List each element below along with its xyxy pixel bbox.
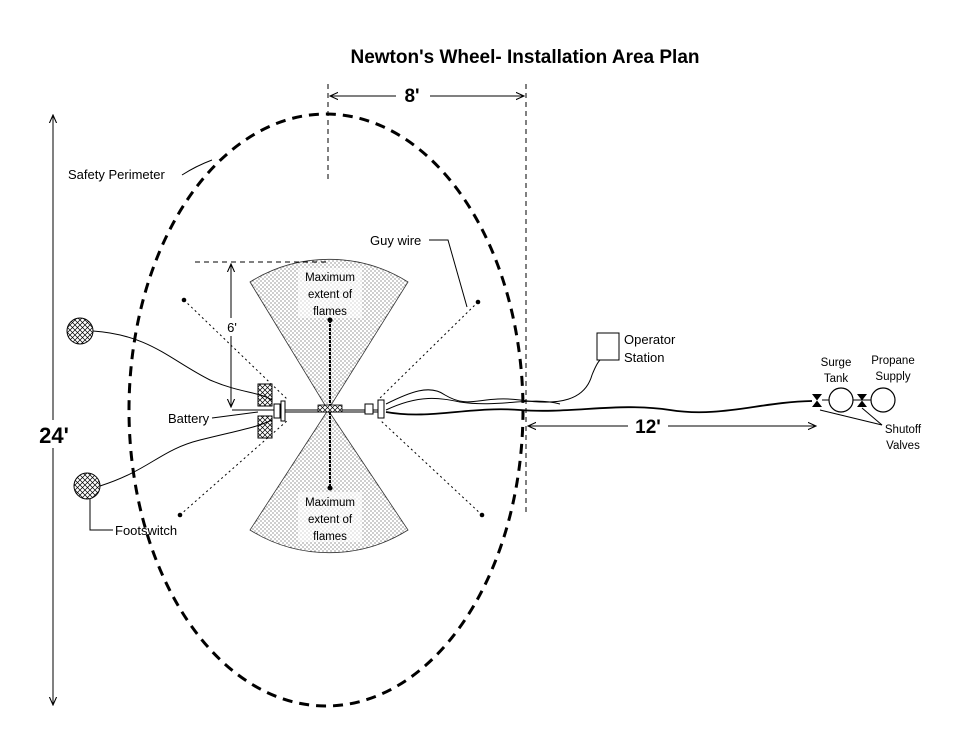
operator-cable bbox=[385, 359, 601, 405]
guy-wires bbox=[177, 297, 485, 518]
dimension-6ft-label: 6' bbox=[227, 320, 237, 335]
flames-top-line2: extent of bbox=[308, 289, 353, 301]
dimension-8ft-label: 8' bbox=[404, 86, 419, 107]
battery-label: Battery bbox=[168, 411, 210, 426]
shutoff-valve-left bbox=[812, 394, 822, 407]
safety-perimeter-label: Safety Perimeter bbox=[68, 167, 165, 182]
dimension-12ft: 12' bbox=[528, 416, 816, 438]
footswitch-cable-lower bbox=[99, 419, 273, 487]
diagram-title: Newton's Wheel- Installation Area Plan bbox=[350, 47, 699, 68]
dimension-24ft-label: 24' bbox=[39, 423, 69, 448]
guy-wire-label: Guy wire bbox=[370, 233, 421, 248]
surge-tank bbox=[828, 387, 854, 413]
dimension-12ft-label: 12' bbox=[635, 417, 661, 438]
footswitch-label: Footswitch bbox=[115, 523, 177, 538]
surge-tank-line1: Surge bbox=[821, 357, 852, 369]
flames-top-line1: Maximum bbox=[305, 272, 355, 284]
wheel-arm bbox=[327, 317, 333, 491]
surge-tank-line2: Tank bbox=[824, 373, 849, 385]
operator-station-line1: Operator bbox=[624, 332, 676, 347]
flames-bottom-line3: flames bbox=[313, 531, 347, 543]
propane-supply-line1: Propane bbox=[871, 355, 914, 367]
operator-station-box bbox=[596, 332, 620, 361]
footswitch-upper bbox=[66, 317, 94, 345]
flames-top-line3: flames bbox=[313, 306, 347, 318]
footswitch-lower bbox=[73, 472, 101, 500]
shutoff-valves-line2: Valves bbox=[886, 440, 920, 452]
footswitch-cable-upper bbox=[92, 330, 273, 401]
flames-bottom-line1: Maximum bbox=[305, 497, 355, 509]
dimension-6ft: 6' bbox=[195, 261, 330, 407]
dimension-8ft: 8' bbox=[327, 84, 527, 515]
propane-supply-line2: Supply bbox=[875, 371, 910, 383]
flames-bottom-line2: extent of bbox=[308, 514, 353, 526]
shutoff-valves-line1: Shutoff bbox=[885, 424, 922, 436]
operator-station-line2: Station bbox=[624, 350, 664, 365]
gas-supply-line bbox=[385, 400, 813, 416]
dimension-24ft: 24' bbox=[34, 115, 74, 705]
propane-supply-tank bbox=[870, 387, 896, 413]
axle-assembly bbox=[232, 383, 385, 439]
